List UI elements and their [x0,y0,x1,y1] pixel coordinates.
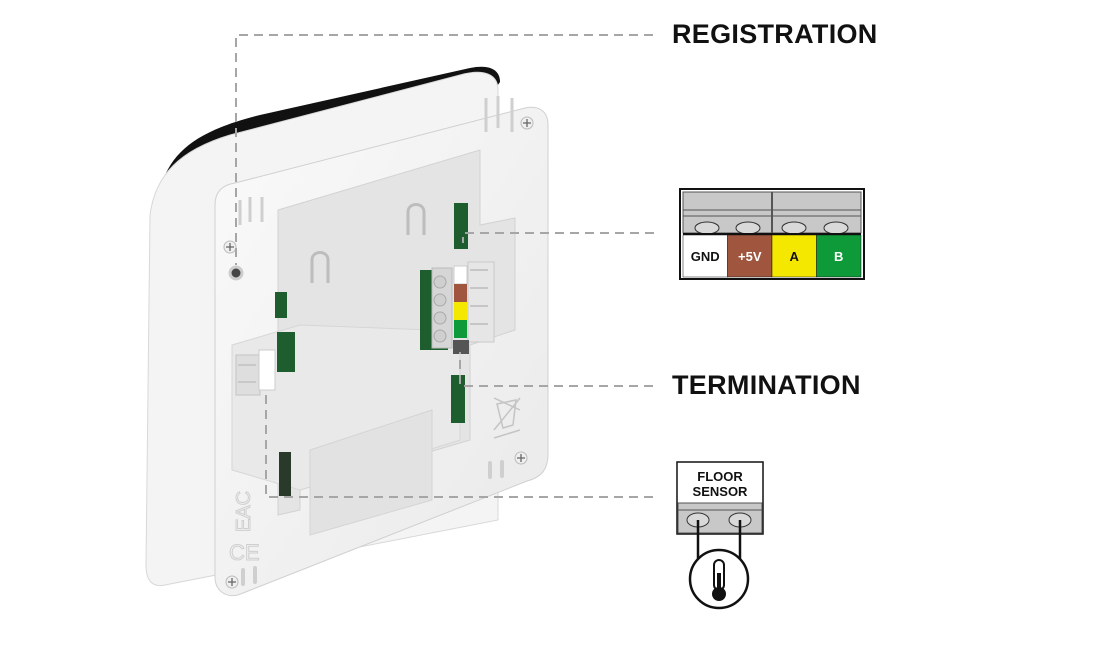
eac-mark: EAC [233,491,255,532]
device-terminal-gnd [453,265,468,285]
clip-top-left [238,197,264,225]
floor-sensor-terminal-block [235,349,276,396]
crossed-bin-icon [493,397,521,439]
screw-icon [223,240,237,254]
device-terminal-5v [454,284,467,302]
screw-icon [514,451,528,465]
thermostat-device: EAC CE [145,66,549,597]
terminal-cell-b [816,234,862,278]
registration-button [228,265,244,281]
screw-icon [225,575,239,589]
termination-label: TERMINATION [672,370,861,400]
screw-icon [520,116,534,130]
floor-sensor-diagram: FLOOR SENSOR [676,461,764,610]
pcb-window-bottom [279,452,291,496]
floor-sensor-title-line2: SENSOR [693,484,749,499]
mounting-slot-right [406,203,426,235]
terminal-cell-a [771,234,817,278]
callout-line-bus-connector [462,232,654,243]
bus-terminal-block [431,261,495,354]
terminal-cell-gnd [682,234,728,278]
terminal-cell-5v [727,234,773,278]
floor-sensor-title-line1: FLOOR [697,469,743,484]
terminal-label: +5V [738,249,762,264]
pcb-window-left-upper [275,292,287,318]
device-terminal-a [454,302,467,320]
pcb-window-left [277,332,295,372]
registration-label: REGISTRATION [672,19,878,49]
thermometer-icon [688,548,750,610]
pcb-window-top [454,203,468,249]
callout-line-termination [459,352,653,387]
pcb-window-mid [451,375,465,423]
callout-line-floor-sensor [265,392,653,498]
termination-jumper [453,340,469,354]
callout-lines [235,34,654,498]
floor-sensor-tag [258,349,276,391]
bus-connector-diagram: GND +5V A B [679,188,865,280]
device-terminal-b [454,320,467,338]
terminal-label: A [790,249,800,264]
clip-top-right [484,96,514,132]
terminal-label: GND [691,249,720,264]
callout-line-registration [235,34,653,265]
device-label-plate [309,409,433,536]
terminal-label: B [834,249,843,264]
clip-bottom [241,460,504,586]
ce-mark: CE [229,540,260,565]
mounting-slot-left [310,251,330,283]
